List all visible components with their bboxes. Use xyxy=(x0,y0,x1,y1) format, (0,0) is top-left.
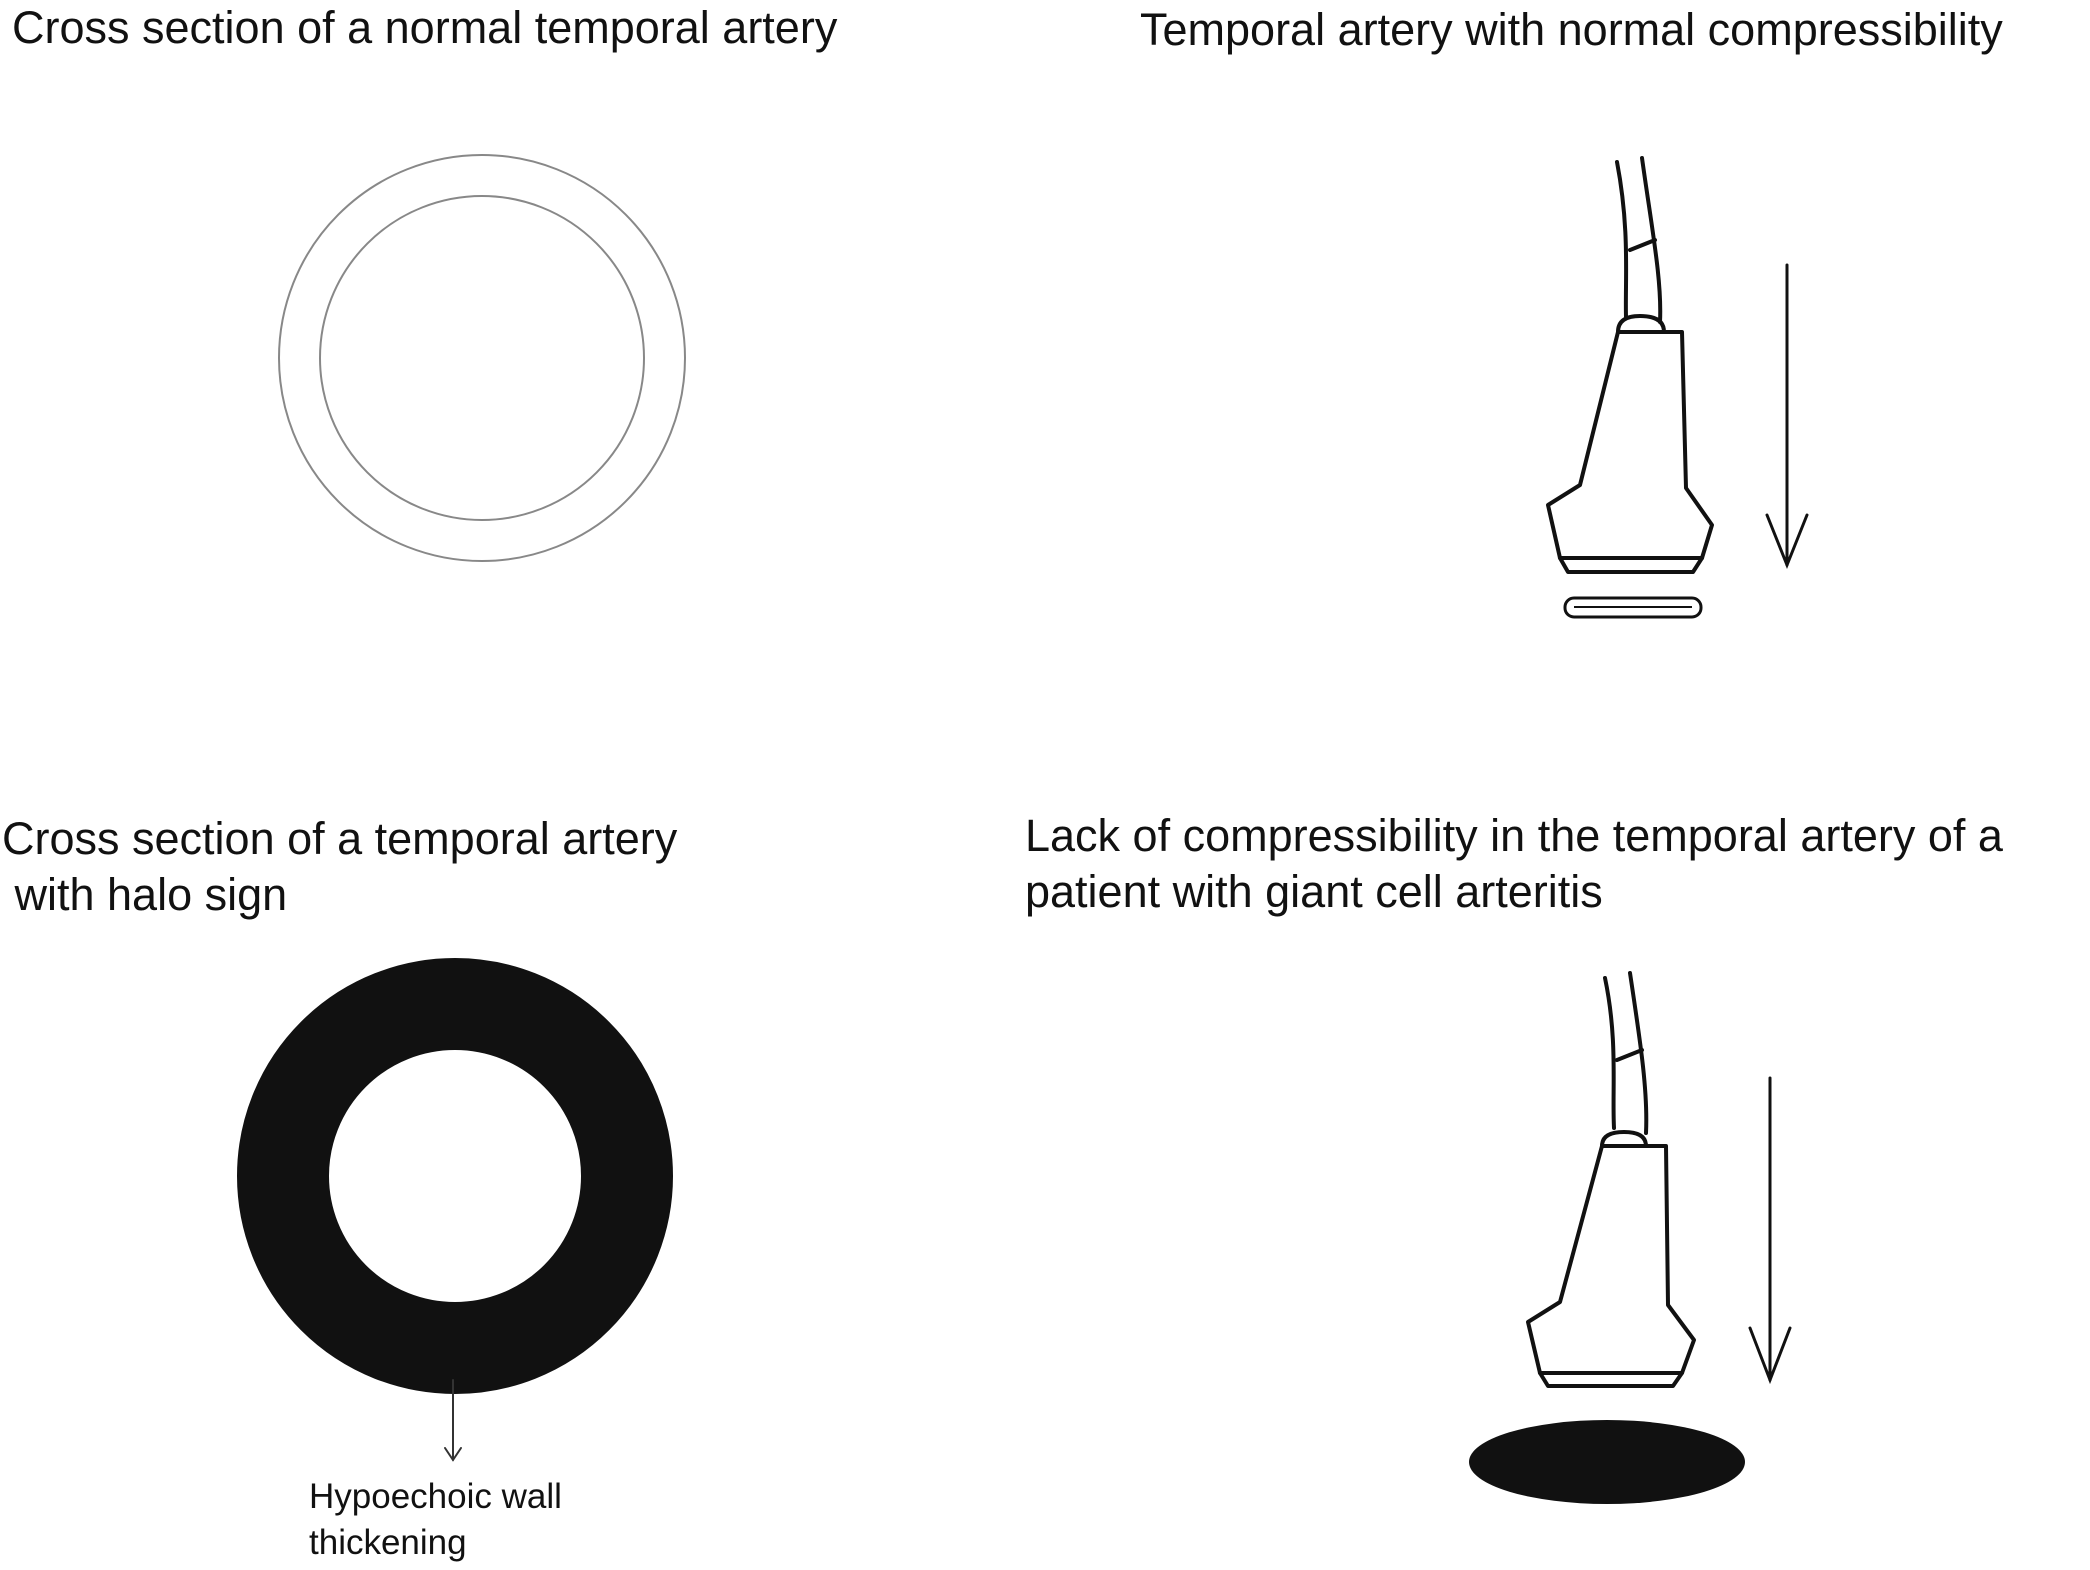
hypoechoic-wall-annotation: Hypoechoic wall thickening xyxy=(309,1474,562,1566)
panel-title-line-2: patient with giant cell arteritis xyxy=(1025,866,1603,917)
compressed-artery-normal xyxy=(1563,596,1703,619)
panel-title-text: Temporal artery with normal compressibil… xyxy=(1140,4,2003,55)
probe-collar-icon xyxy=(1600,1130,1648,1148)
probe-body-icon xyxy=(1526,1144,1696,1375)
non-compressible-artery xyxy=(1469,1420,1745,1504)
panel-title-line-2: with halo sign xyxy=(2,869,288,920)
pressure-arrow-down-icon xyxy=(1748,1076,1792,1385)
panel-title-halo-sign: Cross section of a temporal artery with … xyxy=(2,811,677,923)
filled-vessel xyxy=(1469,1420,1745,1504)
ultrasound-probe-icon xyxy=(1546,156,1714,574)
probe-cable-icon xyxy=(1603,971,1649,1135)
panel-title-lack-compressibility: Lack of compressibility in the temporal … xyxy=(1025,808,2003,920)
ultrasound-probe-icon xyxy=(1526,971,1696,1388)
probe-collar-icon xyxy=(1616,314,1666,334)
panel-title-line-1: Cross section of a temporal artery xyxy=(2,813,678,864)
thickened-wall-ring xyxy=(237,958,673,1394)
panel-title-line-1: Lack of compressibility in the temporal … xyxy=(1025,810,2003,861)
pressure-arrow-down-icon xyxy=(1765,263,1809,570)
annotation-line-2: thickening xyxy=(309,1523,467,1562)
probe-body-icon xyxy=(1546,330,1714,560)
panel-title-normal-compressibility: Temporal artery with normal compressibil… xyxy=(1140,2,2003,58)
flattened-vessel-outline xyxy=(1563,596,1703,619)
probe-face-icon xyxy=(1558,556,1704,574)
annotation-arrow-down-icon xyxy=(444,1379,462,1462)
annotation-line-1: Hypoechoic wall xyxy=(309,1477,562,1516)
normal-artery-cross-section xyxy=(278,154,686,562)
outer-wall-outline xyxy=(278,154,686,562)
panel-title-normal-cross-section: Cross section of a normal temporal arter… xyxy=(12,0,837,56)
panel-title-text: Cross section of a normal temporal arter… xyxy=(12,2,838,53)
halo-sign-cross-section xyxy=(237,958,673,1394)
probe-face-icon xyxy=(1538,1371,1684,1388)
lumen-outline xyxy=(319,195,645,521)
probe-cable-icon xyxy=(1615,156,1663,324)
